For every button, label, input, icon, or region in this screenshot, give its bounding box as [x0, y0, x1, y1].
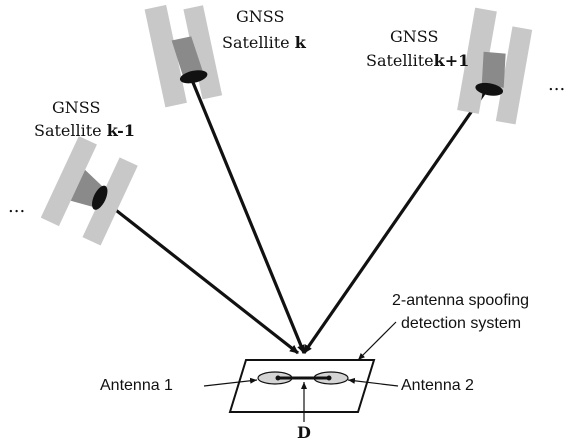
satellite-left-icon	[40, 136, 138, 246]
system-label-line1: 2-antenna spoofing	[392, 292, 529, 309]
signal-ray-middle	[190, 79, 306, 354]
antenna-2-label: Antenna 2	[401, 377, 474, 394]
antenna-2-dot	[326, 375, 332, 381]
ellipsis-left: ...	[8, 196, 25, 217]
baseline-label: D	[297, 423, 311, 442]
antenna-1-label: Antenna 1	[100, 377, 173, 394]
satellite-right-label-line2: Satellitek+1	[366, 51, 469, 70]
detection-system-board	[228, 359, 376, 413]
system-pointer	[357, 321, 397, 361]
antenna-2-pointer	[347, 377, 399, 387]
satellite-left-label-line1: GNSS	[52, 98, 100, 117]
satellite-middle-label-line2: Satellite k	[222, 33, 307, 52]
satellite-right-icon	[457, 7, 533, 125]
satellite-middle-label-line1: GNSS	[236, 7, 284, 26]
signal-ray-left	[102, 198, 299, 355]
ellipsis-right: ...	[548, 74, 565, 95]
signal-ray-right	[302, 91, 487, 354]
antenna-1-pointer	[203, 377, 258, 387]
antenna-1-dot	[275, 375, 281, 381]
satellite-right-label-line1: GNSS	[390, 27, 438, 46]
satellite-middle-icon	[144, 4, 223, 108]
system-label-line2: detection system	[401, 315, 521, 332]
satellite-left-label-line2: Satellite k-1	[34, 121, 135, 140]
